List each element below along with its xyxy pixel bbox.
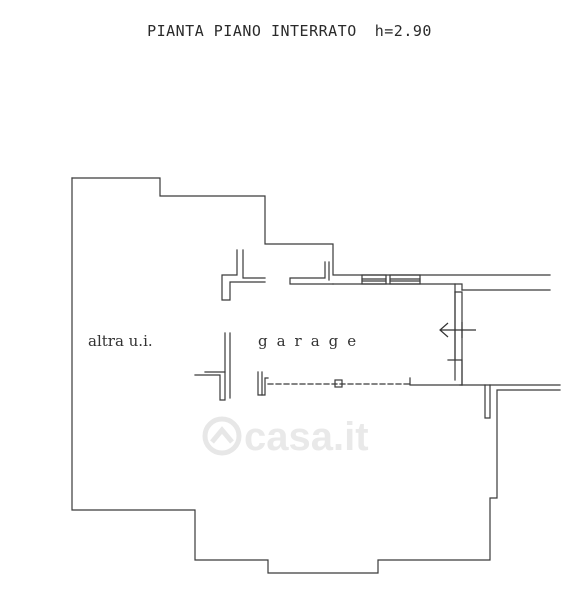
outer-wall — [71, 177, 551, 276]
plan-title-text: PIANTA PIANO INTERRATO — [147, 22, 357, 40]
garage-top-wall — [332, 283, 463, 291]
outer-wall-left — [71, 177, 561, 574]
garage-right-jamb — [409, 359, 463, 386]
height-note: h=2.90 — [374, 22, 432, 40]
house-logo-icon — [202, 416, 242, 456]
pillar — [334, 379, 343, 388]
right-lower-wall — [484, 384, 491, 419]
inner-wall-b — [242, 249, 266, 279]
watermark-text: casa.it — [244, 415, 369, 459]
inner-wall-c — [289, 261, 334, 285]
inner-wall-a — [221, 249, 266, 301]
garage-right-wall — [454, 283, 463, 386]
plan-title: PIANTA PIANO INTERRATO h=2.90 — [0, 22, 579, 40]
entry-arrow-icon — [439, 322, 476, 338]
partition-wall — [194, 332, 226, 401]
watermark: casa.it — [202, 415, 369, 459]
room-label-garage: garage — [258, 332, 365, 350]
room-label-altra: altra u.i. — [88, 332, 153, 350]
garage-bottom-wall — [257, 371, 269, 396]
